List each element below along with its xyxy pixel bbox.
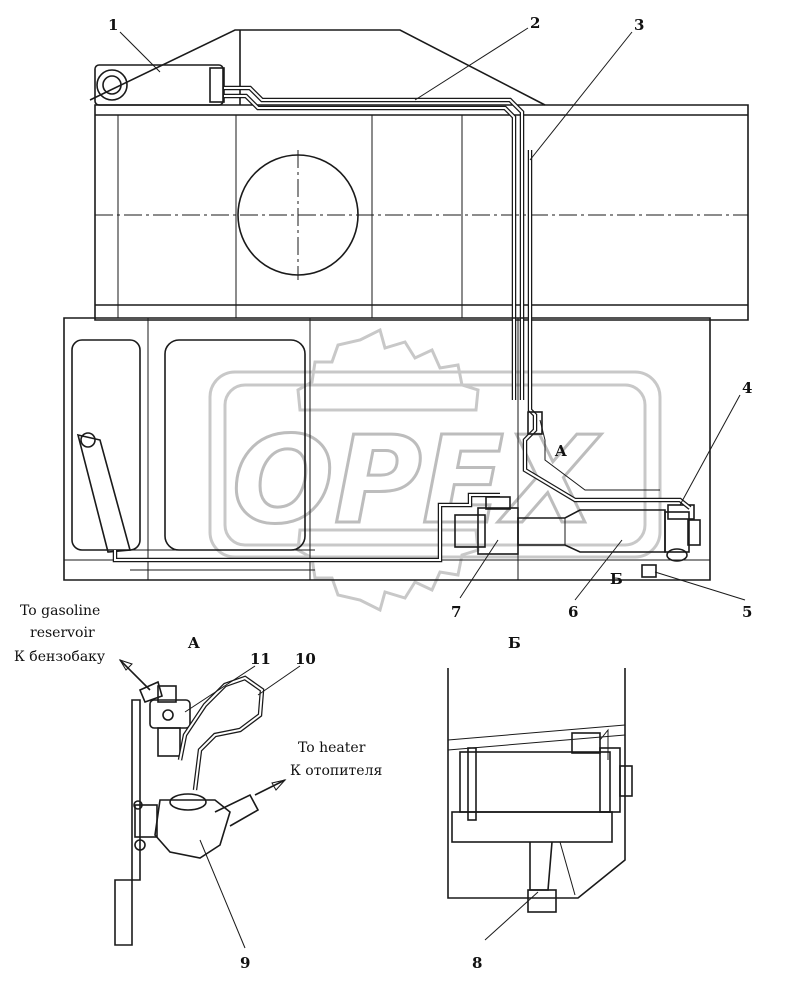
callout-9: 9 bbox=[240, 954, 250, 972]
caption-heater-en: To heater bbox=[298, 740, 366, 756]
pipe-2 bbox=[224, 85, 525, 400]
leader-lines bbox=[119, 27, 746, 601]
view-marker-a: A bbox=[554, 442, 567, 460]
arrow-to-gasoline bbox=[119, 659, 151, 691]
callout-6: 6 bbox=[568, 603, 578, 621]
watermark-gear-icon bbox=[208, 327, 662, 613]
callout-3: 3 bbox=[634, 16, 644, 34]
component-6-heater bbox=[517, 504, 701, 562]
lower-compartment bbox=[63, 317, 711, 581]
window-left bbox=[71, 339, 141, 551]
component-5-bracket bbox=[641, 564, 657, 578]
view-marker-b: Б bbox=[610, 570, 623, 588]
view-b-heater bbox=[459, 751, 611, 813]
view-title-a: A bbox=[187, 634, 200, 652]
callout-2: 2 bbox=[530, 14, 540, 32]
caption-gasoline-ru: К бензобаку bbox=[14, 649, 106, 665]
main-view: 1 2 3 4 5 6 7 A Б bbox=[63, 14, 752, 621]
view-title-b: Б bbox=[508, 634, 521, 652]
detail-view-a: A To gasoline reservoir К бензобаку To h… bbox=[14, 603, 382, 972]
top-bracket bbox=[89, 29, 546, 106]
caption-gasoline-en-1: To gasoline bbox=[20, 603, 100, 619]
callout-10: 10 bbox=[295, 650, 316, 668]
watermark: OPEX bbox=[208, 327, 662, 613]
callout-8: 8 bbox=[472, 954, 482, 972]
arrow-to-heater bbox=[254, 779, 286, 796]
detail-view-b: Б 8 bbox=[447, 634, 633, 972]
component-7-valve bbox=[454, 496, 519, 555]
callout-4: 4 bbox=[742, 379, 752, 397]
callout-7: 7 bbox=[451, 603, 461, 621]
component-1-canister bbox=[94, 64, 225, 106]
caption-gasoline-en-2: reservoir bbox=[30, 625, 95, 641]
view-a-node bbox=[527, 411, 543, 435]
callout-11: 11 bbox=[250, 650, 271, 668]
callout-1: 1 bbox=[108, 16, 118, 34]
frame-beam bbox=[94, 104, 749, 321]
callout-5: 5 bbox=[742, 603, 752, 621]
caption-heater-ru: К отопителя bbox=[290, 763, 382, 779]
